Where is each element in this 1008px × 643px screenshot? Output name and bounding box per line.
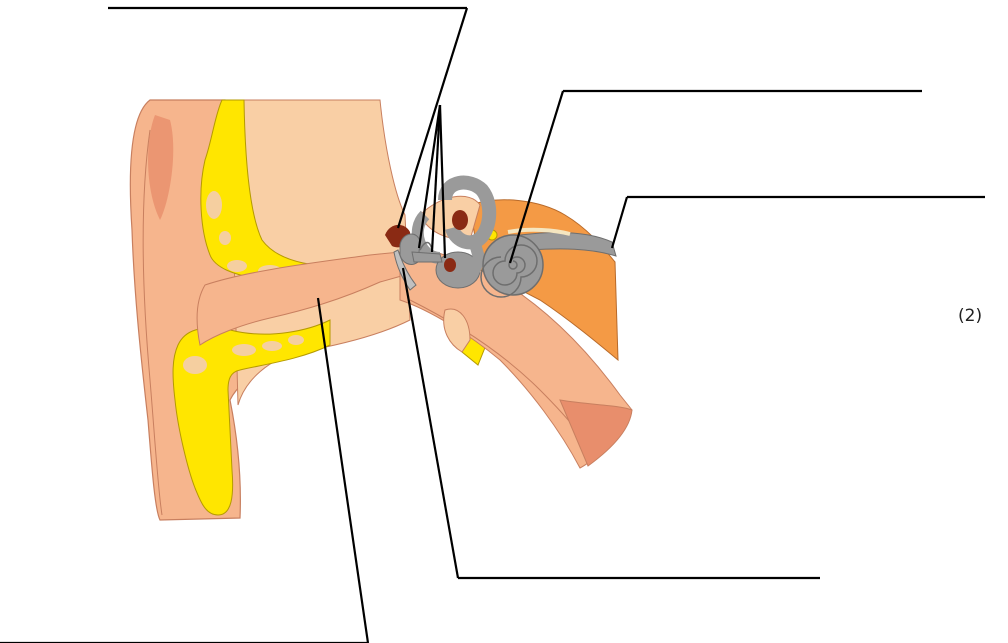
auditory-nerve-pointer	[612, 197, 627, 248]
ear-canal-pointer	[318, 298, 368, 643]
marks-label: (2)	[958, 306, 982, 326]
ossicles-pointer-1	[398, 8, 467, 228]
